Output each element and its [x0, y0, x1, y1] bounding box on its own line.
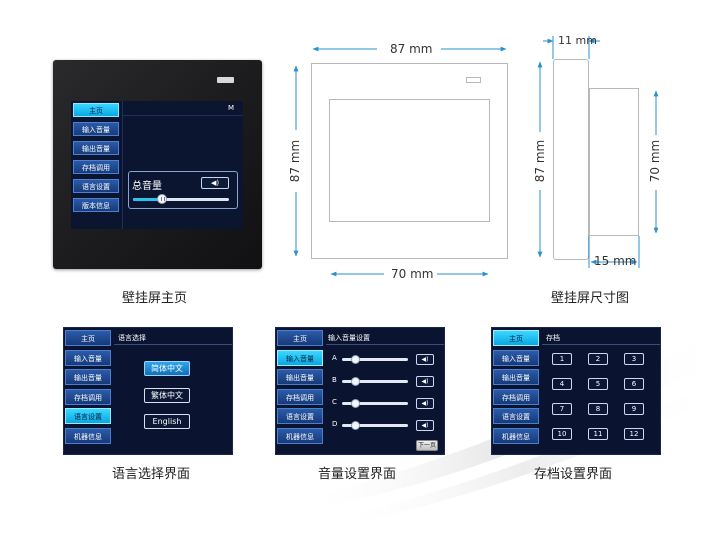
preset-slot-button[interactable]: 1: [552, 353, 572, 365]
menu-item-0[interactable]: 主页: [73, 103, 119, 117]
dim-side-height: 87 mm: [533, 139, 547, 183]
channel-slider-track[interactable]: [342, 424, 408, 427]
menu-item-5[interactable]: 机器信息: [277, 427, 323, 444]
volume-title: 总音量: [132, 181, 162, 192]
dim-side-back-depth: 15 mm: [594, 254, 637, 268]
caption-main: 壁挂屏主页: [122, 291, 188, 306]
status-led: [217, 77, 234, 83]
preset-slot-button[interactable]: 6: [624, 378, 644, 390]
channel-slider-knob[interactable]: [351, 399, 360, 408]
front-led-outline: [466, 77, 481, 83]
front-outline: [311, 63, 508, 259]
menu-item-4[interactable]: 语言设置: [277, 408, 323, 424]
preset-slot-button[interactable]: 8: [588, 403, 608, 415]
menu-item-5[interactable]: 机器信息: [65, 427, 111, 444]
preset-slot-button[interactable]: 4: [552, 378, 572, 390]
menu-item-4[interactable]: 语言设置: [493, 408, 539, 424]
preset-slot-button[interactable]: 2: [588, 353, 608, 365]
caption-language: 语言选择界面: [112, 467, 191, 482]
channel-label: D: [332, 420, 338, 428]
menu-divider: [122, 101, 123, 229]
main-screen: 主页输入音量输出音量存档调用语言设置版本信息 M 总音量 ◀): [71, 101, 243, 229]
volume-screen: 输入音量设置 下一页 主页输入音量输出音量存档调用语言设置机器信息 A ◀) B ◀) C…: [276, 328, 444, 454]
header-divider: [542, 344, 660, 345]
front-screen-outline: [329, 99, 490, 222]
corner-label: M: [228, 104, 235, 112]
side-back-outline: [589, 88, 639, 236]
dim-front-width: 87 mm: [390, 42, 433, 56]
menu-item-3[interactable]: 存档调用: [73, 160, 119, 174]
menu-item-2[interactable]: 输出音量: [73, 141, 119, 155]
volume-panel: 总音量 ◀): [128, 171, 238, 209]
menu-item-4[interactable]: 语言设置: [73, 179, 119, 193]
channel-slider-knob[interactable]: [351, 355, 360, 364]
menu-item-3[interactable]: 存档调用: [65, 388, 111, 405]
menu-item-0[interactable]: 主页: [493, 330, 539, 346]
preset-slot-button[interactable]: 7: [552, 403, 572, 415]
caption-volume: 音量设置界面: [318, 467, 397, 482]
preset-slot-button[interactable]: 3: [624, 353, 644, 365]
preset-slot-button[interactable]: 10: [552, 428, 572, 440]
menu-item-2[interactable]: 输出音量: [65, 369, 111, 385]
menu-item-0[interactable]: 主页: [65, 330, 111, 346]
dim-front-height: 87 mm: [288, 139, 302, 183]
menu-item-3[interactable]: 存档调用: [277, 388, 323, 405]
next-page-button[interactable]: 下一页: [416, 440, 438, 451]
wall-panel-device: 主页输入音量输出音量存档调用语言设置版本信息 M 总音量 ◀): [53, 60, 262, 269]
menu-item-1[interactable]: 输入音量: [277, 349, 323, 366]
speaker-icon[interactable]: ◀): [416, 398, 434, 409]
channel-label: A: [332, 354, 337, 362]
menu-item-2[interactable]: 输出音量: [493, 369, 539, 385]
channel-slider-track[interactable]: [342, 380, 408, 383]
channel-slider-track[interactable]: [342, 402, 408, 405]
header-divider: [123, 115, 243, 116]
side-body-outline: [553, 59, 589, 260]
speaker-icon[interactable]: ◀): [416, 420, 434, 431]
menu-item-1[interactable]: 输入音量: [65, 349, 111, 366]
channel-label: C: [332, 398, 337, 406]
dim-side-back-height: 70 mm: [648, 139, 662, 183]
channel-slider-track[interactable]: [342, 358, 408, 361]
preset-slot-button[interactable]: 9: [624, 403, 644, 415]
caption-preset: 存档设置界面: [534, 467, 613, 482]
menu-item-5[interactable]: 机器信息: [493, 427, 539, 444]
volume-slider-fill: [133, 198, 162, 201]
menu-item-4[interactable]: 语言设置: [65, 408, 111, 424]
screen-title: 存档: [546, 334, 560, 342]
preset-slot-button[interactable]: 11: [588, 428, 608, 440]
menu-item-5[interactable]: 版本信息: [73, 198, 119, 212]
header-divider: [114, 344, 232, 345]
language-option-simplified[interactable]: 简体中文: [144, 361, 190, 376]
menu-item-0[interactable]: 主页: [277, 330, 323, 346]
channel-slider-knob[interactable]: [351, 377, 360, 386]
preset-slot-button[interactable]: 12: [624, 428, 644, 440]
menu-item-3[interactable]: 存档调用: [493, 388, 539, 405]
channel-label: B: [332, 376, 337, 384]
caption-dims: 壁挂屏尺寸图: [551, 291, 630, 306]
language-option-traditional[interactable]: 繁体中文: [144, 388, 190, 403]
dim-front-inner-width: 70 mm: [391, 267, 434, 281]
dim-side-depth: 11 mm: [558, 34, 597, 47]
preset-slot-button[interactable]: 5: [588, 378, 608, 390]
menu-item-2[interactable]: 输出音量: [277, 369, 323, 385]
screen-title: 输入音量设置: [328, 334, 370, 342]
speaker-icon: ◀): [210, 179, 220, 187]
header-divider: [326, 344, 444, 345]
channel-slider-knob[interactable]: [351, 421, 360, 430]
volume-slider-knob[interactable]: [157, 194, 167, 204]
volume-slider-track[interactable]: [133, 198, 229, 201]
speaker-icon[interactable]: ◀): [416, 376, 434, 387]
screen-title: 语言选择: [118, 334, 146, 342]
speaker-icon[interactable]: ◀): [416, 354, 434, 365]
menu-item-1[interactable]: 输入音量: [493, 349, 539, 366]
menu-item-1[interactable]: 输入音量: [73, 122, 119, 136]
language-option-english[interactable]: English: [144, 414, 190, 429]
speaker-button[interactable]: ◀): [201, 177, 229, 189]
language-screen: 语言选择 简体中文 繁体中文 English 主页输入音量输出音量存档调用语言设…: [64, 328, 232, 454]
